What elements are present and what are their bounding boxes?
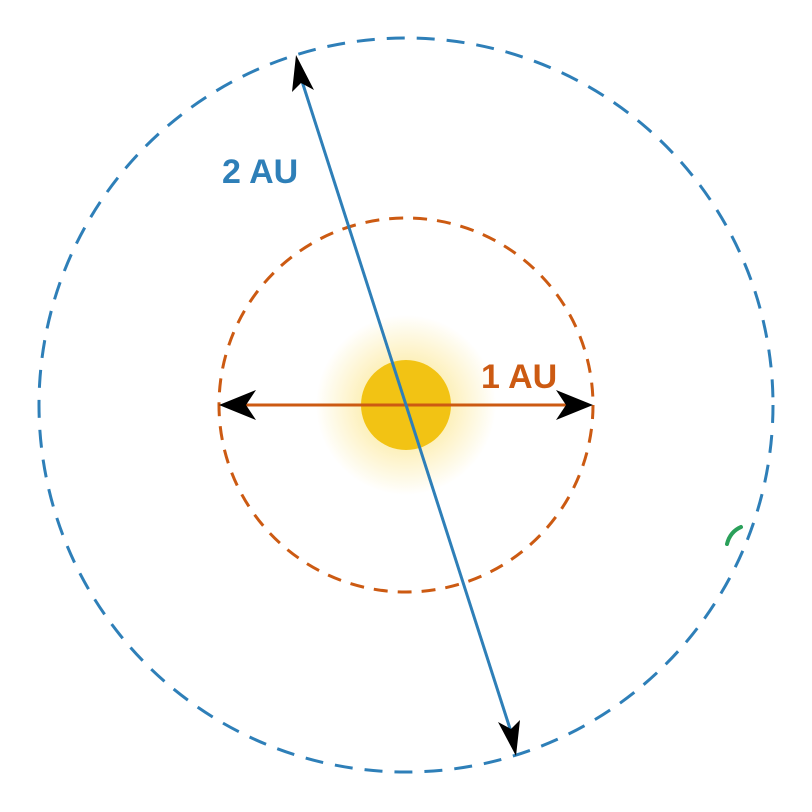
arrowhead-right <box>556 390 593 420</box>
arrowhead-top <box>292 55 314 92</box>
outer-diameter-line <box>298 74 515 739</box>
green-comet-mark <box>725 525 743 546</box>
outer-orbit-label: 2 AU <box>222 153 298 191</box>
outer-orbit <box>37 36 775 774</box>
arrowhead-left <box>219 390 256 420</box>
inner-orbit-label: 1 AU <box>481 358 557 396</box>
arrowhead-bottom <box>498 720 520 756</box>
